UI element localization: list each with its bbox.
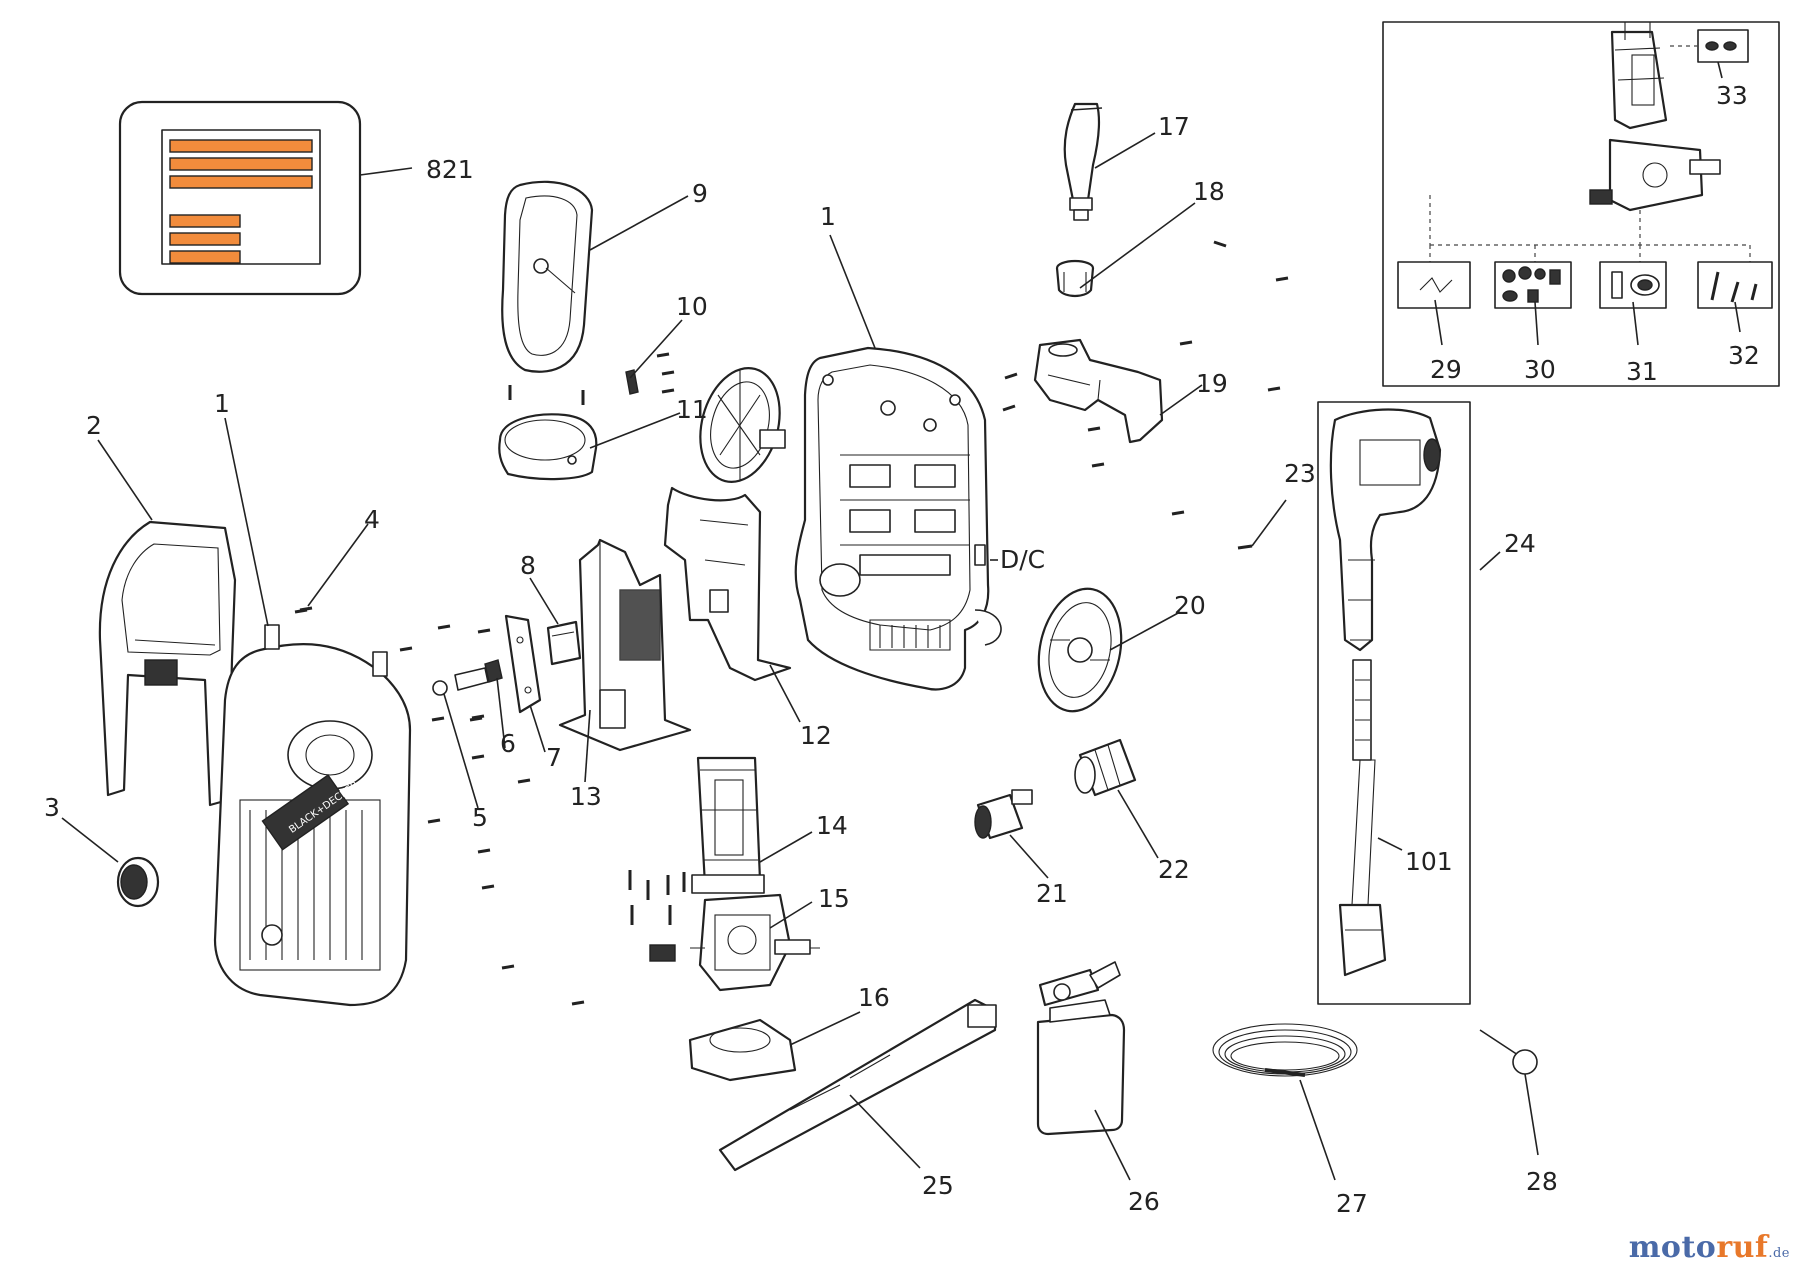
callout-1-frame: 1 [820, 202, 836, 231]
callout-17: 17 [1158, 112, 1190, 141]
part-9-hose-hook [501, 180, 594, 373]
part-7-switch-plate [504, 614, 542, 714]
callout-18: 18 [1193, 177, 1225, 206]
callout-22: 22 [1158, 855, 1190, 884]
callout-14: 14 [816, 811, 848, 840]
callout-5: 5 [472, 803, 488, 832]
callout-27: 27 [1336, 1189, 1368, 1218]
callout-4: 4 [364, 505, 380, 534]
callout-6: 6 [500, 729, 516, 758]
callout-11: 11 [676, 395, 708, 424]
part-15-pump [628, 870, 820, 992]
part-21-adapter [974, 789, 1033, 840]
part-6-connector [454, 659, 503, 691]
callout-15: 15 [818, 884, 850, 913]
callout-33: 33 [1716, 81, 1748, 110]
part-27-hose-coil [1212, 1023, 1358, 1077]
watermark-part2: ruf [1716, 1230, 1769, 1265]
part-26-detergent-bottle [1036, 961, 1126, 1136]
part-22-coupler [1074, 738, 1137, 797]
part-3-plug [116, 856, 160, 908]
part-14-motor [691, 756, 765, 894]
part-4-screw [299, 606, 313, 612]
part-18-cap [1055, 259, 1095, 298]
callout-1-cover: 1 [214, 389, 230, 418]
callout-25: 25 [922, 1171, 954, 1200]
callout-26: 26 [1128, 1187, 1160, 1216]
part-1-front-cover: BLACK+DECKER [213, 624, 412, 1007]
part-17-nozzle [1063, 102, 1103, 221]
part-20-wheel [1037, 587, 1123, 713]
watermark-suffix: .de [1768, 1246, 1790, 1261]
callout-2: 2 [86, 411, 102, 440]
callout-29: 29 [1430, 355, 1462, 384]
part-1-main-frame [794, 346, 1002, 691]
callout-7: 7 [546, 743, 562, 772]
part-16-base [688, 1018, 797, 1082]
callout-3: 3 [44, 793, 60, 822]
label-stripe [169, 250, 241, 264]
callout-24: 24 [1504, 529, 1536, 558]
part-24-spray-gun-group [1317, 401, 1471, 1005]
callout-31: 31 [1626, 357, 1658, 386]
screws [294, 240, 1289, 1006]
part-25-strap [718, 998, 997, 1172]
part-11-cover [498, 413, 598, 481]
label-stripe [169, 139, 313, 153]
part-28-o-ring [1479, 1029, 1538, 1075]
leader-lines [61, 61, 1741, 1181]
watermark-part1: moto [1628, 1230, 1717, 1265]
callout-8: 8 [520, 551, 536, 580]
callout-821: 821 [426, 155, 474, 184]
part-13-housing [558, 538, 692, 752]
label-stripe [169, 232, 241, 246]
callout-28: 28 [1526, 1167, 1558, 1196]
part-2-handle [98, 520, 237, 807]
callout-20: 20 [1174, 591, 1206, 620]
part-10-clip [625, 369, 639, 395]
callout-12: 12 [800, 721, 832, 750]
part-8-switch [546, 620, 582, 666]
callout-21: 21 [1036, 879, 1068, 908]
inset-kit-box [1382, 21, 1780, 387]
wheel-left [699, 367, 786, 483]
part-23-screw [1237, 544, 1253, 550]
part-12-housing [663, 486, 792, 682]
callout-10: 10 [676, 292, 708, 321]
callout-32: 32 [1728, 341, 1760, 370]
callout-30: 30 [1524, 355, 1556, 384]
callout-16: 16 [858, 983, 890, 1012]
watermark-logo: motoruf.de [1629, 1230, 1790, 1265]
label-stripe [169, 157, 313, 171]
part-19-bracket [1033, 338, 1164, 444]
inset-box-29 [1397, 261, 1471, 309]
callout-101: 101 [1405, 847, 1453, 876]
callout-dc: D/C [1000, 545, 1045, 574]
callout-labels: 821 9 17 18 1 10 11 19 2 1 4 8 23 24 D/C… [44, 81, 1760, 1218]
callout-23: 23 [1284, 459, 1316, 488]
callout-9: 9 [692, 179, 708, 208]
label-sheet-821 [118, 100, 362, 296]
label-stripe [169, 175, 313, 189]
callout-19: 19 [1196, 369, 1228, 398]
callout-13: 13 [570, 782, 602, 811]
label-stripe [169, 214, 241, 228]
part-5-o-ring [432, 680, 448, 696]
inset-box-32 [1697, 261, 1773, 309]
